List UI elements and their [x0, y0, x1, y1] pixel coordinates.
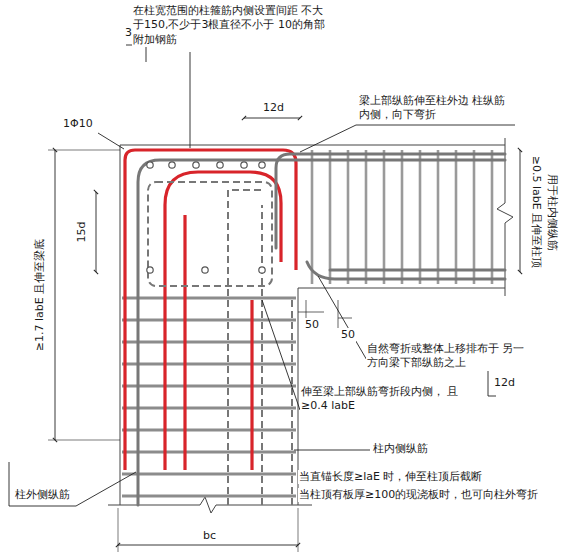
dimension-text: 15d — [75, 221, 89, 244]
beam-stirrup — [347, 150, 350, 284]
bar-section — [202, 267, 208, 273]
dimension-text: 50 — [340, 328, 356, 342]
beam-outline — [298, 138, 513, 296]
beam-stirrup — [419, 150, 422, 284]
column-ties — [122, 298, 296, 496]
rebar-callout: 1Φ10 — [62, 117, 94, 131]
column-tie — [122, 429, 296, 432]
bar-section — [259, 267, 265, 273]
bar-section — [259, 162, 265, 168]
bar-section — [147, 267, 153, 273]
note-text: 当直锚长度≥laE 时，伸至柱顶后截断 — [298, 470, 483, 484]
longitudinal-bars — [138, 154, 505, 505]
dimension-text: ≥1.7 labE 且伸至梁底 — [33, 238, 47, 352]
column-tie — [122, 319, 296, 322]
column-tie — [122, 385, 296, 388]
dimension-lines — [48, 118, 520, 552]
dimension-text: 12d — [493, 376, 516, 390]
dimension-text: ≥0.5 labE 且伸至柱顶 — [529, 155, 543, 269]
beam-stirrup — [437, 150, 440, 284]
bar-section — [147, 162, 153, 168]
column-tie — [122, 363, 296, 366]
column-tie — [122, 407, 296, 410]
bar-name: 柱外侧纵筋 — [14, 488, 71, 502]
bar-sections — [147, 162, 265, 273]
beam-stirrup — [365, 150, 368, 284]
column-tie — [122, 495, 296, 498]
beam-stirrup — [383, 150, 386, 284]
note-text: 用于柱内侧纵筋 — [545, 173, 559, 252]
bar-name: 柱内侧纵筋 — [372, 442, 429, 456]
bar-section — [193, 162, 199, 168]
beam-stirrup — [401, 150, 404, 284]
beam-stirrup — [329, 150, 332, 284]
note-text: 当柱顶有板厚≥100的现浇板时，也可向柱外弯折 — [298, 488, 539, 502]
column-tie — [122, 341, 296, 344]
bar-section — [217, 162, 223, 168]
dimension-text: bc — [202, 529, 217, 543]
note-text: 伸至梁上部纵筋弯折段内侧， 且≥0.4 labE — [300, 385, 470, 414]
note-text: 在柱宽范围的柱箍筋内侧设置间距 不大于150,不少于3根直径不小于 10的角部附… — [132, 4, 334, 47]
column-tie — [122, 297, 296, 300]
bar-section — [241, 162, 247, 168]
bar-section — [169, 162, 175, 168]
dimension-text: 50 — [304, 318, 320, 332]
dimension-text: 12d — [262, 101, 285, 115]
beam-stirrup — [455, 150, 458, 284]
inner-column-bars — [148, 182, 292, 505]
leader-lines — [9, 45, 515, 506]
column-tie — [122, 473, 296, 476]
beam-stirrups — [312, 150, 492, 284]
note-text: 自然弯折或整体上移排布于 另一方向梁下部纵筋之上 — [366, 342, 536, 371]
note-text: 梁上部纵筋伸至柱外边 柱纵筋内侧，向下弯折 — [358, 94, 510, 123]
beam-stirrup — [473, 150, 476, 284]
beam-stirrup — [491, 150, 494, 284]
beam-stirrup — [311, 150, 314, 284]
column-stirrups — [125, 150, 296, 470]
column-tie — [122, 451, 296, 454]
